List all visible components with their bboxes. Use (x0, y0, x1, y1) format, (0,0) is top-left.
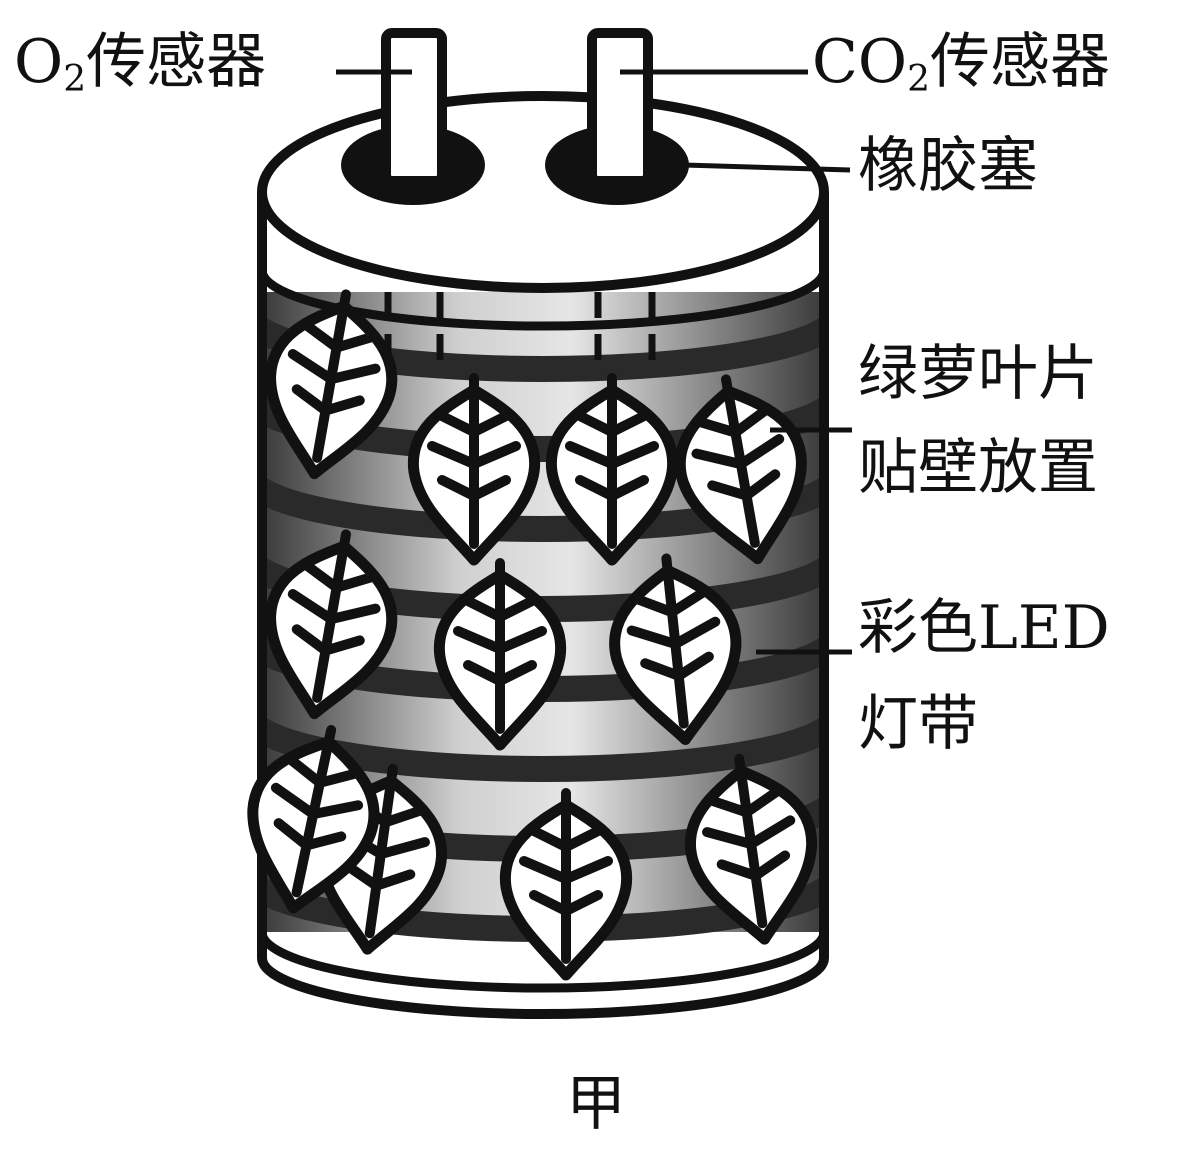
co2-sensor-tube (587, 28, 653, 186)
co2-sensor-label: CO2传感器 (812, 27, 1111, 100)
o2-sensor-label: O2传感器 (14, 27, 267, 100)
leaves-label-line2: 贴壁放置 (858, 433, 1098, 503)
leader-lines (336, 69, 852, 655)
leaves-label-line1: 绿萝叶片 (858, 339, 1098, 409)
rubber-stopper-label: 橡胶塞 (858, 131, 1038, 201)
led-band (262, 712, 824, 782)
leader-stopper (683, 162, 851, 173)
led-strip-label-line1: 彩色LED (858, 593, 1110, 663)
figure-caption: 甲 (566, 1069, 626, 1139)
led-strip-label-line2: 灯带 (858, 689, 978, 759)
led-band (262, 472, 824, 542)
rubber-stopper (257, 91, 829, 293)
o2-sensor-tube (381, 28, 447, 186)
